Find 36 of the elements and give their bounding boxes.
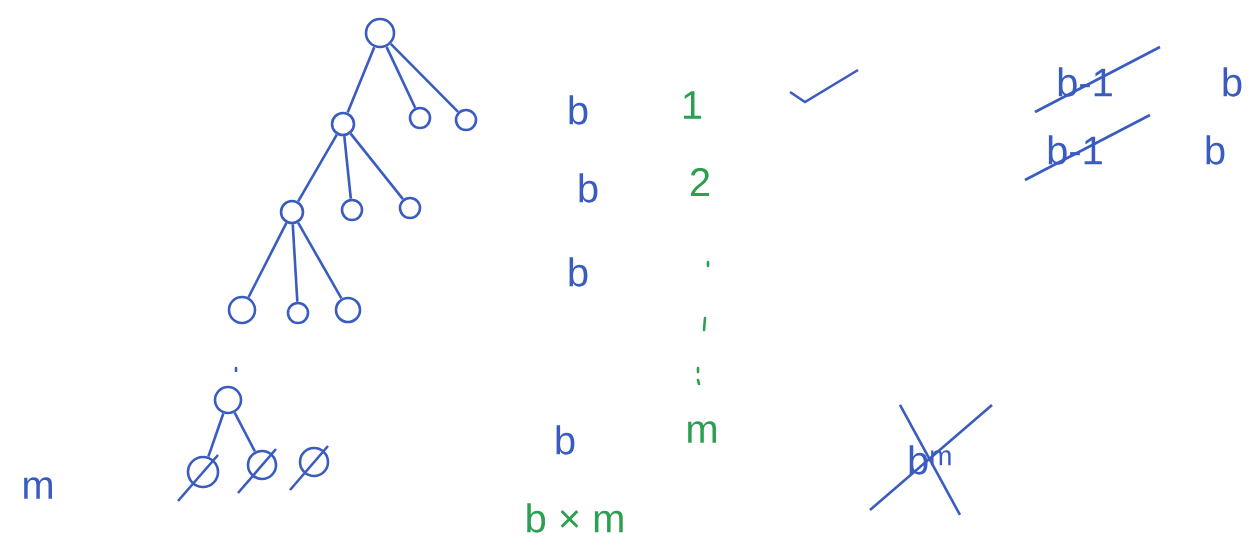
tree-branch — [343, 136, 353, 199]
handwritten-symbol: 1 — [683, 91, 702, 119]
tree-node-circle — [334, 296, 362, 324]
handwritten-symbol: b × m — [527, 503, 623, 533]
tree-branch — [349, 132, 404, 200]
tree-node-circle — [408, 106, 432, 130]
tree-node-circle — [340, 198, 364, 222]
handwritten-symbol: b — [579, 173, 598, 203]
handwritten-symbol: m — [24, 477, 52, 499]
tree-node-circle — [213, 385, 243, 415]
tree-branch — [291, 224, 299, 302]
tree-node-circle — [454, 108, 478, 132]
crossed-circle — [289, 445, 330, 491]
tree-branch — [207, 413, 225, 457]
tree-node-circle — [227, 295, 257, 325]
tree-branch — [247, 222, 288, 298]
handwritten-symbol: b — [569, 257, 588, 287]
tree-branch — [297, 134, 338, 202]
handwritten-symbol: 2 — [690, 168, 710, 196]
handwritten-symbol: b — [1223, 67, 1242, 97]
handwritten-symbol: b — [556, 425, 575, 455]
crossed-circle — [177, 454, 220, 502]
tree-branch — [385, 46, 417, 109]
tree-branch — [233, 412, 257, 453]
tree-branch — [389, 42, 459, 113]
crossed-circle — [237, 448, 278, 494]
handwritten-symbol: m — [688, 421, 716, 443]
tree-branch — [297, 222, 343, 300]
tree-node-circle — [398, 196, 422, 220]
tree-node-circle — [364, 17, 396, 49]
tree-node-circle — [330, 111, 356, 137]
tree-node-circle — [279, 199, 305, 225]
handwritten-symbol: b — [569, 95, 588, 125]
tree-branch — [346, 46, 376, 114]
tree-node-circle — [286, 301, 310, 325]
handwritten-symbol: b — [1206, 135, 1225, 165]
